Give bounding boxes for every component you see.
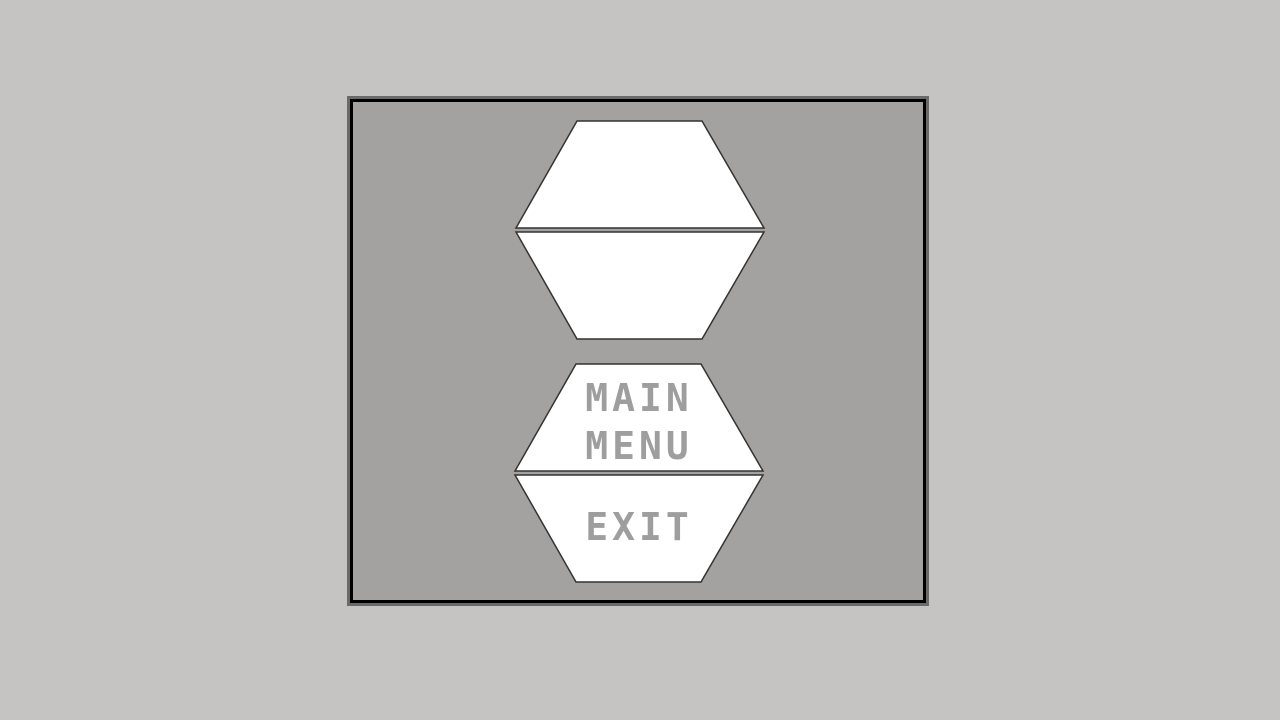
options-button-shape bbox=[514, 231, 766, 340]
main-menu-button[interactable]: MAIN MENU bbox=[513, 362, 765, 473]
exit-button-shape bbox=[513, 474, 765, 583]
main-menu-button-shape bbox=[513, 363, 765, 472]
options-button[interactable]: OPTIONS bbox=[514, 230, 766, 524]
resume-button[interactable]: RESUME bbox=[514, 119, 766, 319]
resume-button-shape bbox=[514, 120, 766, 229]
exit-button[interactable]: EXIT bbox=[513, 473, 765, 584]
